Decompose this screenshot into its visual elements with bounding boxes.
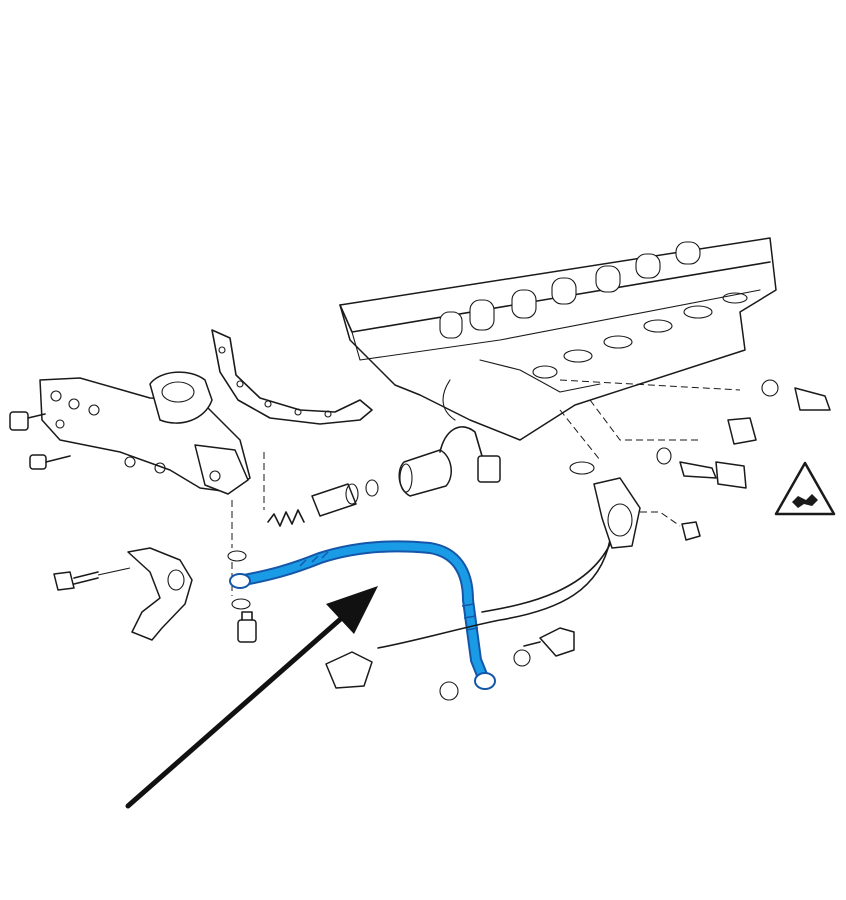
bolt-upper-left <box>9 411 46 431</box>
sensor-cable <box>325 539 613 689</box>
solenoid-valve <box>398 426 501 497</box>
sensor-o-ring <box>569 461 595 475</box>
mounting-bracket <box>127 547 193 641</box>
washer-lower <box>231 598 251 610</box>
cylinder-head <box>339 237 777 441</box>
hose-bolt <box>523 627 575 657</box>
banjo-bolt <box>237 611 257 643</box>
oil-feed-line <box>229 540 496 690</box>
vanos-housing <box>39 371 251 495</box>
hose-washers <box>439 649 531 701</box>
bolt-lower-left <box>29 454 71 470</box>
sensor-bolt <box>640 511 701 541</box>
vanos-piston <box>311 483 359 517</box>
o-ring-small <box>365 479 379 497</box>
washer-upper <box>227 550 247 562</box>
pointer-arrow <box>125 586 378 809</box>
engine-warning-icon <box>774 461 836 516</box>
temp-sensor <box>656 447 747 489</box>
bolt-bracket <box>53 567 131 591</box>
timing-cover-gasket <box>211 329 373 425</box>
plug-upper-right <box>761 379 831 411</box>
crank-sensor <box>593 477 641 549</box>
plug-mid-right <box>727 417 757 445</box>
vanos-spring <box>267 509 305 527</box>
